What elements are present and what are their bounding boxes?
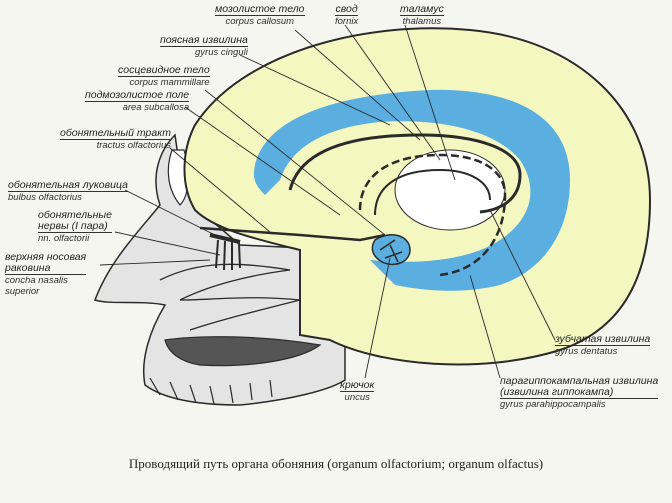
label-bulbus-olfactorius-la: bulbus olfactorius xyxy=(8,191,128,203)
label-concha-la1: concha nasalis xyxy=(5,274,87,286)
label-fornix-la: fornix xyxy=(335,15,359,28)
label-thalamus-ru: таламус xyxy=(400,3,444,15)
label-tractus-olfactorius-ru: обонятельный тракт xyxy=(60,127,172,139)
label-corpus-mammillare-la: corpus mammillare xyxy=(118,76,210,88)
label-corpus-mammillare: сосцевидное тело corpus mammillare xyxy=(118,64,210,88)
leader-concha xyxy=(99,259,211,266)
leader-parahippocampal xyxy=(469,274,501,379)
leader-fornix xyxy=(344,24,441,161)
leader-bulbus xyxy=(124,189,216,236)
label-thalamus: таламус thalamus xyxy=(400,3,444,27)
fornix-arch xyxy=(358,153,507,277)
teeth xyxy=(149,377,273,405)
leader-tractus xyxy=(169,147,271,233)
label-concha: верхняя носовая раковина concha nasalis … xyxy=(5,251,87,297)
label-tractus-olfactorius-la: tractus olfactorius xyxy=(60,139,172,151)
olfactory-bulb xyxy=(209,233,241,244)
label-gyrus-cinguli: поясная извилина gyrus cinguli xyxy=(160,34,248,58)
face-profile xyxy=(94,133,346,406)
oral-cavity xyxy=(164,336,322,367)
leader-corpus-mammillare xyxy=(204,89,386,236)
label-parahippocampal: парагиппокампальная извилина (извилина г… xyxy=(500,375,659,410)
label-bulbus-olfactorius: обонятельная луковица bulbus olfactorius xyxy=(8,179,128,203)
label-gyrus-dentatus: зубчатая извилина gyrus dentatus xyxy=(555,333,651,357)
label-fornix: свод fornix xyxy=(335,3,359,28)
label-corpus-callosum: мозолистое тело corpus callosum xyxy=(215,3,305,27)
leader-uncus xyxy=(364,257,391,379)
label-corpus-callosum-ru: мозолистое тело xyxy=(215,3,305,15)
thalamus-region xyxy=(394,149,506,231)
label-area-subcallosa-la: area subcallosa xyxy=(85,101,190,113)
label-corpus-callosum-la: corpus callosum xyxy=(215,15,305,27)
uncus-region xyxy=(371,234,411,266)
leader-gyrus-cinguli xyxy=(239,54,391,126)
label-concha-ru1: верхняя носовая xyxy=(5,251,87,263)
label-fornix-ru: свод xyxy=(335,3,358,15)
leader-nerves xyxy=(114,231,221,256)
label-concha-la2: superior xyxy=(5,286,40,297)
label-nn-olfactorii-ru2: нервы (I пара) xyxy=(38,220,108,233)
label-uncus: крючок uncus xyxy=(340,379,375,403)
leader-corpus-callosum xyxy=(294,29,421,141)
label-thalamus-la: thalamus xyxy=(400,15,444,27)
label-parahippocampal-ru2: (извилина гиппокампа) xyxy=(500,386,614,399)
label-uncus-la: uncus xyxy=(340,391,375,403)
label-area-subcallosa: подмозолистое поле area subcallosa xyxy=(85,89,190,113)
label-area-subcallosa-ru: подмозолистое поле xyxy=(85,89,190,101)
label-parahippocampal-ru1: парагиппокампальная извилина xyxy=(500,375,659,387)
nasal-conchae xyxy=(159,263,301,331)
leader-lines xyxy=(99,24,556,379)
label-concha-ru2: раковина xyxy=(5,262,51,275)
leader-thalamus xyxy=(404,24,456,181)
label-bulbus-olfactorius-ru: обонятельная луковица xyxy=(8,179,128,191)
label-nn-olfactorii-ru1: обонятельные xyxy=(38,209,112,221)
inner-fornix xyxy=(374,168,491,216)
label-nn-olfactorii-la: nn. olfactorii xyxy=(38,232,112,244)
corpus-callosum-arch xyxy=(288,133,522,214)
label-corpus-mammillare-ru: сосцевидное тело xyxy=(118,64,210,76)
label-nn-olfactorii: обонятельные нервы (I пара) nn. olfactor… xyxy=(38,209,112,244)
uncus-connections xyxy=(379,239,403,263)
leader-dentatus xyxy=(489,209,556,341)
label-gyrus-cinguli-la: gyrus cinguli xyxy=(160,46,248,58)
label-parahippocampal-la: gyrus parahippocampalis xyxy=(500,398,659,410)
figure-caption: Проводящий путь органа обоняния (organum… xyxy=(128,456,544,471)
label-tractus-olfactorius: обонятельный тракт tractus olfactorius xyxy=(60,127,172,151)
olfactory-tract-line xyxy=(199,226,386,242)
nasal-cavity-section xyxy=(94,133,346,406)
label-uncus-ru: крючок xyxy=(340,379,375,391)
label-gyrus-dentatus-la: gyrus dentatus xyxy=(555,345,651,357)
label-gyrus-cinguli-ru: поясная извилина xyxy=(160,34,248,46)
label-gyrus-dentatus-ru: зубчатая извилина xyxy=(555,333,651,345)
leader-area-subcallosa xyxy=(184,106,341,216)
